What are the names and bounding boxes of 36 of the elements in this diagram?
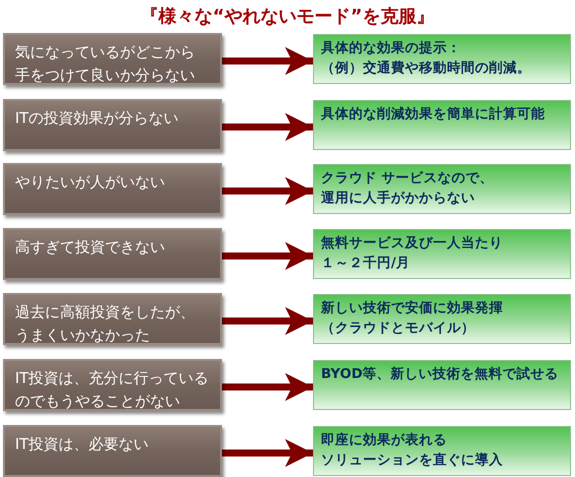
title: 『様々な“やれないモード”を克服』 [140, 5, 436, 28]
box-text: 即座に効果が表れるソリューションを直ぐに導入 [321, 431, 504, 470]
problem-box [3, 293, 222, 345]
box-text: 高すぎて投資できない [15, 237, 166, 258]
box-text: 過去に高額投資をしたが、うまくいかなかった [15, 302, 196, 346]
problem-box [3, 163, 222, 215]
box-text: 気になっているがどこから手をつけて良いか分らない [15, 42, 196, 86]
arrow [222, 307, 313, 335]
problem-box [3, 425, 222, 477]
box-text: ITの投資効果が分らない [15, 108, 180, 129]
arrow [222, 177, 313, 205]
box-text: 具体的な削減効果を簡単に計算可能 [321, 105, 546, 124]
solution-box [313, 426, 571, 476]
solution-box [313, 294, 571, 344]
problem-box [3, 228, 222, 280]
solution-box [313, 100, 571, 150]
box-text: IT投資は、充分に行っているのでもうやることがない [15, 368, 210, 412]
box-text: BYOD等、新しい技術を無料で試せる [321, 365, 560, 384]
box-text: 具体的な効果の提示：（例）交通費や移動時間の削減。 [321, 39, 532, 78]
box-text: やりたいが人がいない [15, 172, 166, 193]
box-text: クラウド サービスなので、運用に人手がかからない [321, 169, 495, 208]
box-text: IT投資は、必要ない [15, 434, 150, 455]
arrow [222, 242, 313, 270]
solution-box [313, 229, 571, 279]
arrow [222, 439, 313, 467]
solution-box [313, 34, 571, 84]
solution-box [313, 164, 571, 214]
solution-box [313, 360, 571, 410]
arrow [222, 113, 313, 141]
problem-box [3, 99, 222, 151]
box-text: 新しい技術で安価に効果発揮（クラウドとモバイル） [321, 299, 504, 338]
box-text: 無料サービス及び一人当たり１～２千円/月 [321, 234, 504, 274]
arrow [222, 373, 313, 401]
problem-box [3, 359, 222, 411]
arrow [222, 47, 313, 75]
problem-box [3, 33, 222, 85]
